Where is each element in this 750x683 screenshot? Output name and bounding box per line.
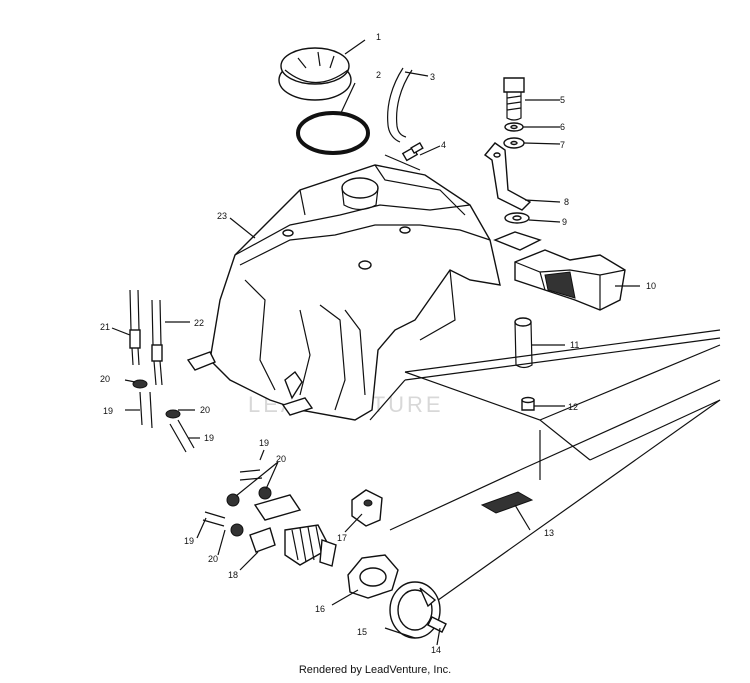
gasket-2 [296, 111, 370, 155]
fuel-tank-23 [186, 154, 542, 421]
callout-20b: 20 [200, 405, 210, 415]
callout-10: 10 [646, 281, 656, 291]
callout-12: 12 [568, 402, 578, 412]
callout-20c: 20 [276, 454, 286, 464]
callouts: 1 2 3 4 5 6 7 8 9 10 11 12 13 14 15 16 1… [100, 32, 656, 655]
callout-5: 5 [560, 95, 565, 105]
callout-11: 11 [570, 340, 579, 350]
frame-rail [369, 329, 721, 621]
cover-15 [389, 581, 441, 639]
callout-6: 6 [560, 122, 565, 132]
spacer-11 [514, 317, 533, 369]
fitting-4 [401, 141, 424, 162]
callout-19a: 19 [103, 406, 113, 416]
callout-8: 8 [564, 197, 569, 207]
washer-6 [504, 122, 524, 132]
fuel-cap-1 [278, 47, 352, 101]
callout-3: 3 [430, 72, 435, 82]
pad-13 [480, 491, 534, 514]
callout-17: 17 [337, 533, 347, 543]
washer-7 [503, 137, 525, 149]
leader-lines [111, 39, 640, 646]
callout-18: 18 [228, 570, 238, 580]
callout-1: 1 [376, 32, 381, 42]
callout-7: 7 [560, 140, 565, 150]
bolt-5 [503, 77, 525, 121]
fuel-line-22 [151, 299, 163, 386]
screw-14 [427, 616, 447, 633]
callout-19d: 19 [184, 536, 194, 546]
callout-19c: 19 [259, 438, 269, 448]
callout-9: 9 [562, 217, 567, 227]
fuel-valve-18 [249, 494, 337, 567]
bushing-12 [521, 396, 535, 411]
callout-13: 13 [544, 528, 554, 538]
vent-hose-3 [387, 67, 413, 143]
callout-20a: 20 [100, 374, 110, 384]
callout-2: 2 [376, 70, 381, 80]
callout-14: 14 [431, 645, 441, 655]
callout-19b: 19 [204, 433, 214, 443]
callout-4: 4 [441, 140, 446, 150]
callout-23: 23 [217, 211, 227, 221]
callout-20d: 20 [208, 554, 218, 564]
callout-15: 15 [357, 627, 367, 637]
washer-9 [504, 212, 530, 224]
fuel-line-21 [129, 289, 141, 366]
bracket-8 [483, 142, 532, 211]
callout-21: 21 [100, 322, 110, 332]
rendered-by-footer: Rendered by LeadVenture, Inc. [298, 664, 452, 676]
callout-16: 16 [315, 604, 325, 614]
mount-block-10 [514, 249, 626, 311]
hose-clamps [132, 379, 272, 537]
callout-22: 22 [194, 318, 204, 328]
